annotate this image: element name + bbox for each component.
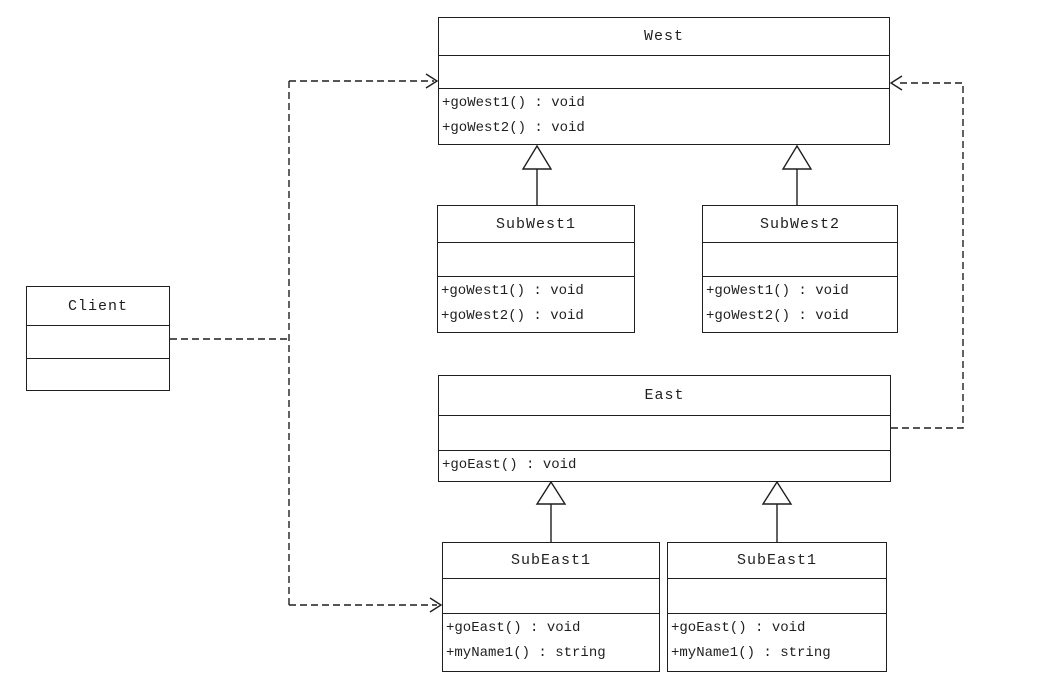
methods-compartment-subeast1-right: +goEast() : void +myName1() : string <box>668 614 886 671</box>
generalization-triangle-subwest1 <box>521 144 553 170</box>
method: +goWest1() : void <box>442 95 585 111</box>
method: +goEast() : void <box>671 620 806 636</box>
method: +goEast() : void <box>442 457 577 473</box>
class-box-east: East +goEast() : void <box>438 375 891 482</box>
class-name-subeast1-left: SubEast1 <box>443 543 659 579</box>
class-box-client: Client <box>26 286 170 391</box>
open-arrowhead-into-west-right <box>889 75 903 91</box>
class-name-subeast1-right: SubEast1 <box>668 543 886 579</box>
method: +goWest2() : void <box>706 308 849 324</box>
methods-compartment-east: +goEast() : void <box>439 451 890 481</box>
method: +goWest2() : void <box>441 308 584 324</box>
method: +myName1() : string <box>671 645 831 661</box>
class-box-subeast1-right: SubEast1 +goEast() : void +myName1() : st… <box>667 542 887 672</box>
attributes-compartment-subwest2 <box>703 243 897 277</box>
method: +myName1() : string <box>446 645 606 661</box>
methods-compartment-client <box>27 359 169 390</box>
generalization-triangle-subeast1-left <box>535 480 567 505</box>
class-name-west: West <box>439 18 889 56</box>
class-box-subwest2: SubWest2 +goWest1() : void +goWest2() : v… <box>702 205 898 333</box>
open-arrowhead-into-subeast1-left <box>429 597 443 613</box>
generalization-triangle-subeast1-right <box>761 480 793 505</box>
open-arrowhead-into-west-left <box>425 73 439 89</box>
class-name-east: East <box>439 376 890 416</box>
methods-compartment-west: +goWest1() : void +goWest2() : void <box>439 89 889 144</box>
methods-compartment-subeast1-left: +goEast() : void +myName1() : string <box>443 614 659 671</box>
attributes-compartment-west <box>439 56 889 89</box>
class-name-subwest2: SubWest2 <box>703 206 897 243</box>
methods-compartment-subwest1: +goWest1() : void +goWest2() : void <box>438 277 634 332</box>
dependency-east-west-line <box>891 82 964 429</box>
method: +goWest1() : void <box>706 283 849 299</box>
attributes-compartment-subeast1-left <box>443 579 659 614</box>
class-box-west: West +goWest1() : void +goWest2() : void <box>438 17 890 145</box>
method: +goEast() : void <box>446 620 581 636</box>
class-box-subeast1-left: SubEast1 +goEast() : void +myName1() : st… <box>442 542 660 672</box>
method: +goWest2() : void <box>442 120 585 136</box>
attributes-compartment-client <box>27 326 169 359</box>
generalization-triangle-subwest2 <box>781 144 813 170</box>
attributes-compartment-subeast1-right <box>668 579 886 614</box>
class-name-subwest1: SubWest1 <box>438 206 634 243</box>
methods-compartment-subwest2: +goWest1() : void +goWest2() : void <box>703 277 897 332</box>
method: +goWest1() : void <box>441 283 584 299</box>
attributes-compartment-subwest1 <box>438 243 634 277</box>
class-name-client: Client <box>27 287 169 326</box>
attributes-compartment-east <box>439 416 890 451</box>
class-box-subwest1: SubWest1 +goWest1() : void +goWest2() : v… <box>437 205 635 333</box>
